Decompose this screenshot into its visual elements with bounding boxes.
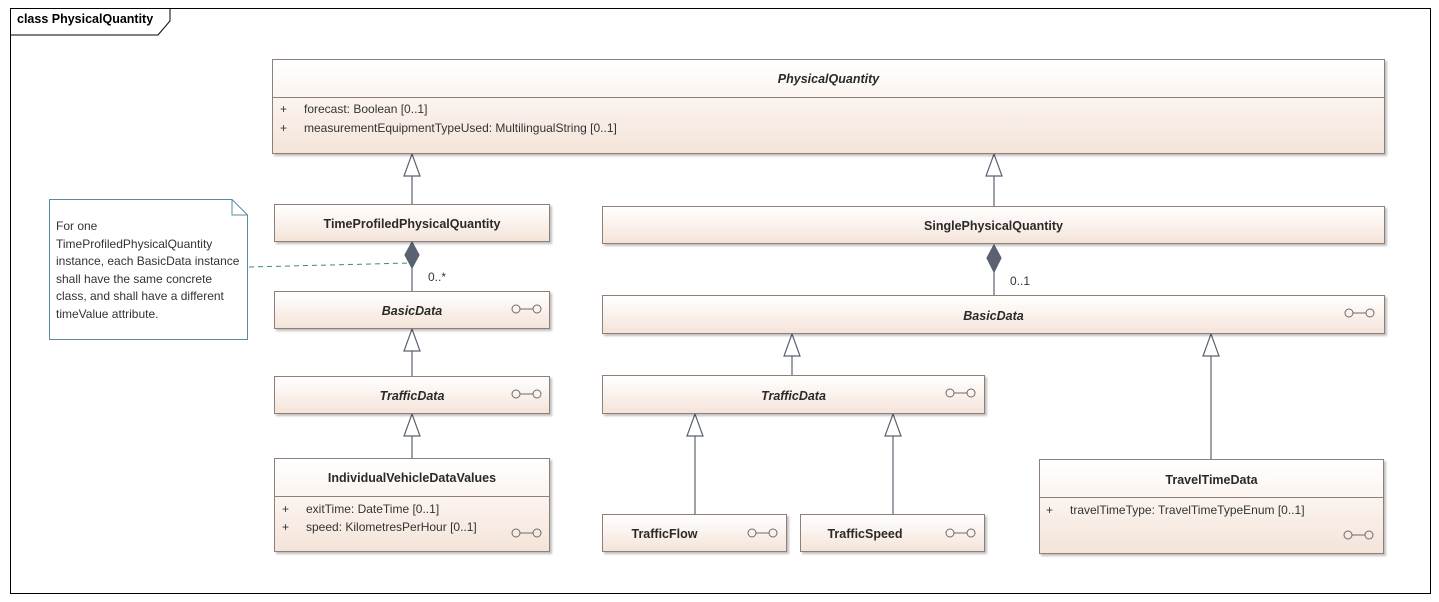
class-name: PhysicalQuantity <box>777 72 880 86</box>
multiplicity-left: 0..* <box>428 270 447 284</box>
datatype-icon <box>511 389 542 399</box>
diagram-frame <box>10 8 1431 594</box>
class-traffic-data[interactable]: TrafficData <box>602 375 985 414</box>
datatype-icon <box>511 304 542 314</box>
note-line: shall have the same concrete <box>56 271 213 286</box>
class-name: TrafficFlow <box>631 527 698 541</box>
class-name: TrafficData <box>379 389 445 403</box>
composition-diamond <box>986 243 1002 274</box>
generalization-arrowhead <box>985 152 1003 177</box>
datatype-icon <box>747 528 778 538</box>
generalization-arrowhead <box>783 332 801 357</box>
note-line: TimeProfiledPhysicalQuantity <box>56 236 213 251</box>
note-text: For one TimeProfiledPhysicalQuantity ins… <box>56 218 246 324</box>
class-physical-quantity[interactable]: PhysicalQuantity +forecast: Boolean [0..… <box>272 59 1385 154</box>
class-name: TimeProfiledPhysicalQuantity <box>323 217 501 231</box>
note-line: For one <box>56 219 98 233</box>
class-travel-time-data[interactable]: TravelTimeData +travelTimeType: TravelTi… <box>1039 459 1384 554</box>
class-name: BasicData <box>381 304 443 318</box>
generalization-arrowhead <box>884 412 902 437</box>
class-traffic-data[interactable]: TrafficData <box>274 376 550 414</box>
generalization-arrowhead <box>403 327 421 352</box>
class-name: SinglePhysicalQuantity <box>924 219 1063 233</box>
class-time-profiled-physical-quantity[interactable]: TimeProfiledPhysicalQuantity <box>274 204 550 242</box>
generalization-arrowhead <box>403 412 421 437</box>
constraint-note <box>49 199 248 340</box>
datatype-icon <box>945 388 976 398</box>
generalization-arrowhead <box>1202 332 1220 357</box>
attribute-row: +measurementEquipmentTypeUsed: Multiling… <box>280 121 617 135</box>
class-traffic-flow[interactable]: TrafficFlow <box>602 514 787 552</box>
attribute-row: +speed: KilometresPerHour [0..1] <box>282 520 477 534</box>
note-line: instance, each BasicData instance <box>56 254 240 269</box>
note-link <box>248 262 411 268</box>
frame-label: class PhysicalQuantity <box>17 12 154 26</box>
class-basic-data[interactable]: BasicData <box>602 295 1385 334</box>
class-single-physical-quantity[interactable]: SinglePhysicalQuantity <box>602 206 1385 244</box>
note-line: timeValue attribute. <box>56 306 159 321</box>
class-name: BasicData <box>963 309 1024 323</box>
note-line: class, and shall have a different <box>56 289 224 304</box>
datatype-icon <box>1343 530 1374 540</box>
class-individual-vehicle-data-values[interactable]: IndividualVehicleDataValues +exitTime: D… <box>274 458 550 552</box>
attribute-row: +exitTime: DateTime [0..1] <box>282 502 440 516</box>
class-basic-data[interactable]: BasicData <box>274 291 550 329</box>
generalization-arrowhead <box>403 152 421 177</box>
attribute-row: +forecast: Boolean [0..1] <box>280 102 428 116</box>
compartment-divider <box>273 97 1384 98</box>
generalization-arrowhead <box>686 412 704 437</box>
class-name: TrafficSpeed <box>827 527 903 541</box>
datatype-icon <box>945 528 976 538</box>
attribute-row: +travelTimeType: TravelTimeTypeEnum [0..… <box>1046 503 1305 517</box>
multiplicity-right: 0..1 <box>1010 274 1031 288</box>
composition-diamond <box>404 240 420 270</box>
datatype-icon <box>511 528 542 538</box>
class-name: IndividualVehicleDataValues <box>327 471 497 485</box>
datatype-icon <box>1344 308 1375 318</box>
class-name: TravelTimeData <box>1165 473 1258 487</box>
frame-tab <box>10 8 171 36</box>
class-traffic-speed[interactable]: TrafficSpeed <box>800 514 985 552</box>
class-name: TrafficData <box>761 389 826 403</box>
compartment-divider <box>1040 497 1383 498</box>
compartment-divider <box>275 496 549 497</box>
